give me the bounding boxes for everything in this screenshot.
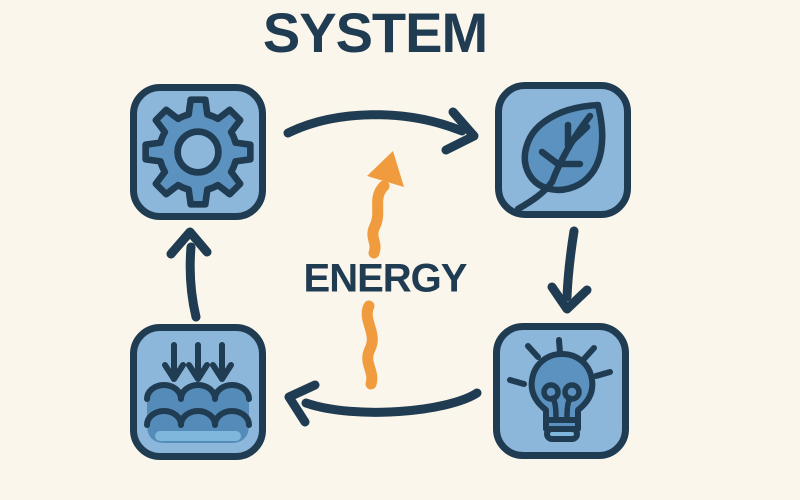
arrow-leaf-to-lightbulb (547, 226, 592, 314)
water-icon (144, 342, 252, 443)
diagram-title: SYSTEM (262, 1, 488, 64)
node-leaf (495, 82, 631, 218)
arrow-lightbulb-to-water (284, 380, 482, 427)
leaf-icon (514, 101, 606, 211)
light-rays (507, 337, 613, 387)
node-water (130, 324, 266, 460)
lightbulb-icon (507, 337, 613, 442)
node-gear (130, 84, 266, 220)
gear-icon (142, 96, 254, 208)
arrow-gear-to-leaf (283, 107, 479, 155)
infiltration-arrows (162, 342, 234, 382)
node-lightbulb (493, 323, 629, 459)
arrow-water-to-gear (166, 227, 212, 322)
energy-label: ENERGY (303, 256, 468, 301)
